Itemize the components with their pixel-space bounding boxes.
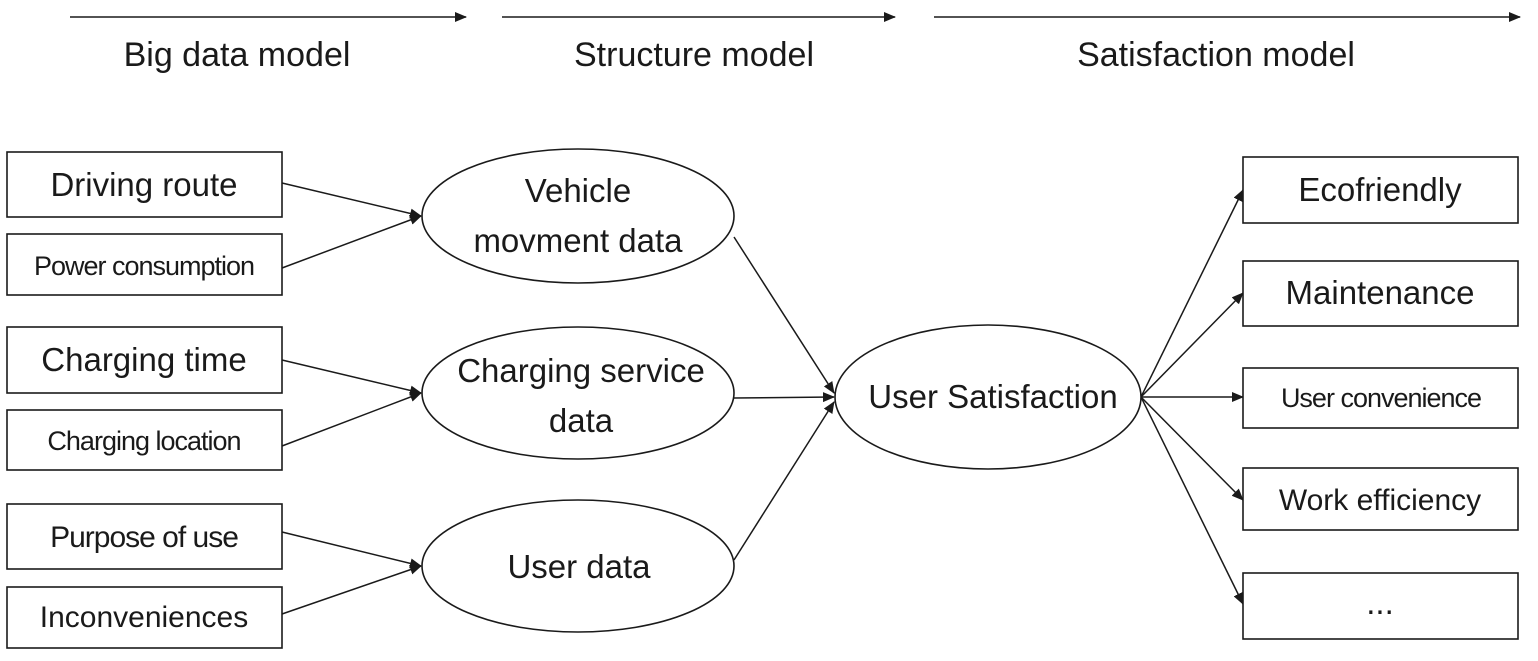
input-driving-route: Driving route	[6, 151, 283, 218]
stage-label-structure: Structure model	[574, 36, 814, 74]
structure-node-user-data: User data	[421, 499, 735, 633]
output-label: User convenience	[1281, 383, 1481, 413]
node-label-line1: Charging service	[457, 352, 705, 389]
node-label-line2: data	[549, 402, 614, 439]
output-user-convenience: User convenience	[1242, 367, 1519, 429]
output-label: ...	[1366, 584, 1394, 621]
output-work-efficiency: Work efficiency	[1242, 467, 1519, 531]
input-label: Driving route	[50, 166, 237, 203]
edge-power-consumption-to-vehicle	[281, 215, 422, 269]
stage-label-big-data: Big data model	[124, 36, 351, 74]
central-node-label: User Satisfaction	[868, 378, 1117, 415]
edge-user-satisfaction-to-ecofriendly	[1140, 189, 1244, 398]
edge-user-satisfaction-to-work-efficiency	[1140, 396, 1244, 501]
output-label: Maintenance	[1286, 274, 1475, 311]
input-purpose-of-use: Purpose of use	[6, 503, 283, 570]
output-label: Ecofriendly	[1298, 171, 1462, 208]
edge-user-satisfaction-to-more	[1140, 396, 1244, 605]
structure-node-charging-service: Charging service data	[421, 326, 735, 460]
output-more: ...	[1242, 572, 1519, 640]
edge-driving-route-to-vehicle	[281, 182, 422, 219]
input-power-consumption: Power consumption	[6, 233, 283, 296]
edge-charging-time-to-charging-service	[281, 359, 422, 396]
node-label-line1: User data	[507, 548, 651, 585]
edge-user-satisfaction-to-maintenance	[1140, 292, 1244, 398]
node-label-line2: movment data	[473, 222, 683, 259]
output-label: Work efficiency	[1279, 484, 1481, 517]
input-label: Charging location	[47, 426, 240, 456]
edge-vehicle-to-user-satisfaction	[733, 236, 835, 394]
input-charging-location: Charging location	[6, 409, 283, 471]
edge-charging-service-to-user-satisfaction	[733, 392, 835, 403]
input-inconveniences: Inconveniences	[6, 586, 283, 649]
output-ecofriendly: Ecofriendly	[1242, 156, 1519, 224]
edge-charging-location-to-charging-service	[281, 392, 422, 447]
edge-user-data-to-user-satisfaction	[733, 401, 835, 561]
structure-node-vehicle-movement: Vehicle movment data	[421, 148, 735, 284]
input-label: Inconveniences	[40, 601, 248, 634]
input-charging-time: Charging time	[6, 326, 283, 394]
edge-purpose-to-user-data	[281, 531, 422, 569]
edge-inconveniences-to-user-data	[281, 564, 422, 615]
node-label-line1: Vehicle	[525, 172, 631, 209]
input-label: Charging time	[41, 341, 246, 378]
output-maintenance: Maintenance	[1242, 260, 1519, 327]
stage-label-satisfaction: Satisfaction model	[1077, 36, 1355, 74]
input-label: Power consumption	[34, 251, 254, 281]
central-node-user-satisfaction: User Satisfaction	[834, 324, 1142, 470]
input-label: Purpose of use	[50, 521, 238, 554]
